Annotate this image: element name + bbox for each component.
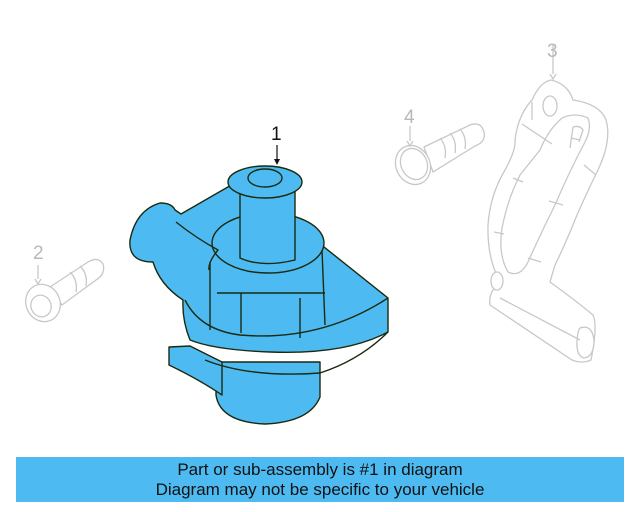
bolt-part-2[interactable] <box>20 258 105 327</box>
banner-line-1: Part or sub-assembly is #1 in diagram <box>177 460 463 479</box>
disclaimer-banner: Part or sub-assembly is #1 in diagram Di… <box>16 457 624 502</box>
bracket-part-3[interactable] <box>487 45 609 363</box>
callout-3: 3 <box>547 41 558 62</box>
bolt-part-4[interactable] <box>389 123 485 190</box>
callout-1: 1 <box>271 124 282 145</box>
callout-1-arrow-icon <box>274 145 280 165</box>
banner-line-2: Diagram may not be specific to your vehi… <box>155 480 485 499</box>
pump-part-1[interactable] <box>129 165 389 425</box>
callout-2: 2 <box>33 243 44 264</box>
callout-4: 4 <box>404 107 415 128</box>
